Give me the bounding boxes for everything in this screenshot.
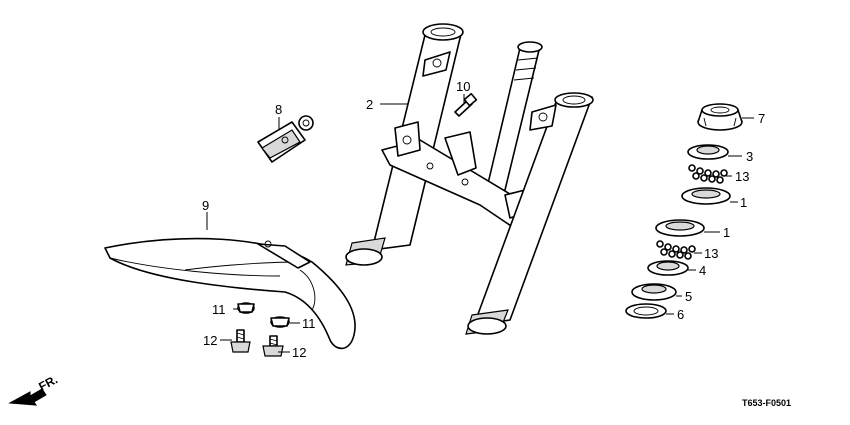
- callout-6: 6: [677, 307, 684, 322]
- callout-3: 3: [746, 149, 753, 164]
- arrow-icon: [8, 388, 47, 406]
- diagram-code: T653-F0501: [742, 398, 791, 408]
- callout-7: 7: [758, 111, 765, 126]
- callout-11-lower: 11: [302, 316, 316, 331]
- front-fender-part-9[interactable]: [104, 237, 356, 350]
- callout-13-upper: 13: [735, 169, 749, 184]
- leader-lines: [206, 94, 754, 353]
- callout-12-lower: 12: [292, 345, 306, 360]
- cone-race-part-1-upper[interactable]: [681, 187, 731, 205]
- steel-balls-part-13-upper[interactable]: [688, 164, 728, 184]
- bolt-part-12-upper[interactable]: [230, 329, 251, 353]
- race-part-3[interactable]: [687, 144, 729, 160]
- nut-part-11-upper[interactable]: [237, 302, 255, 314]
- steel-balls-part-13-lower[interactable]: [656, 240, 696, 260]
- race-part-5[interactable]: [631, 283, 677, 301]
- callout-12-upper: 12: [203, 333, 217, 348]
- bolt-part-10[interactable]: [454, 92, 478, 117]
- nut-part-11-lower[interactable]: [270, 316, 290, 328]
- front-fork-assembly[interactable]: [345, 23, 594, 335]
- callout-9: 9: [202, 198, 209, 213]
- callout-10: 10: [456, 79, 470, 94]
- stem-nut-part-7[interactable]: [697, 103, 743, 131]
- key-cylinder-part-8[interactable]: [257, 115, 314, 163]
- callout-5: 5: [685, 289, 692, 304]
- race-part-4[interactable]: [647, 260, 689, 276]
- cone-race-part-1-lower[interactable]: [655, 219, 705, 237]
- callout-13-lower: 13: [704, 246, 718, 261]
- callout-11-upper: 11: [212, 302, 226, 317]
- callout-2: 2: [366, 97, 373, 112]
- callout-1-upper: 1: [740, 195, 747, 210]
- front-direction-arrow: FR.: [8, 372, 60, 406]
- bolt-part-12-lower[interactable]: [262, 335, 284, 357]
- callout-4: 4: [699, 263, 706, 278]
- callout-8: 8: [275, 102, 282, 117]
- callouts: 2 10 8 9 11 11 12 12 7 3 13 1 1 13 4 5 6: [202, 79, 765, 360]
- callout-1-lower: 1: [723, 225, 730, 240]
- dust-seal-part-6[interactable]: [625, 303, 667, 319]
